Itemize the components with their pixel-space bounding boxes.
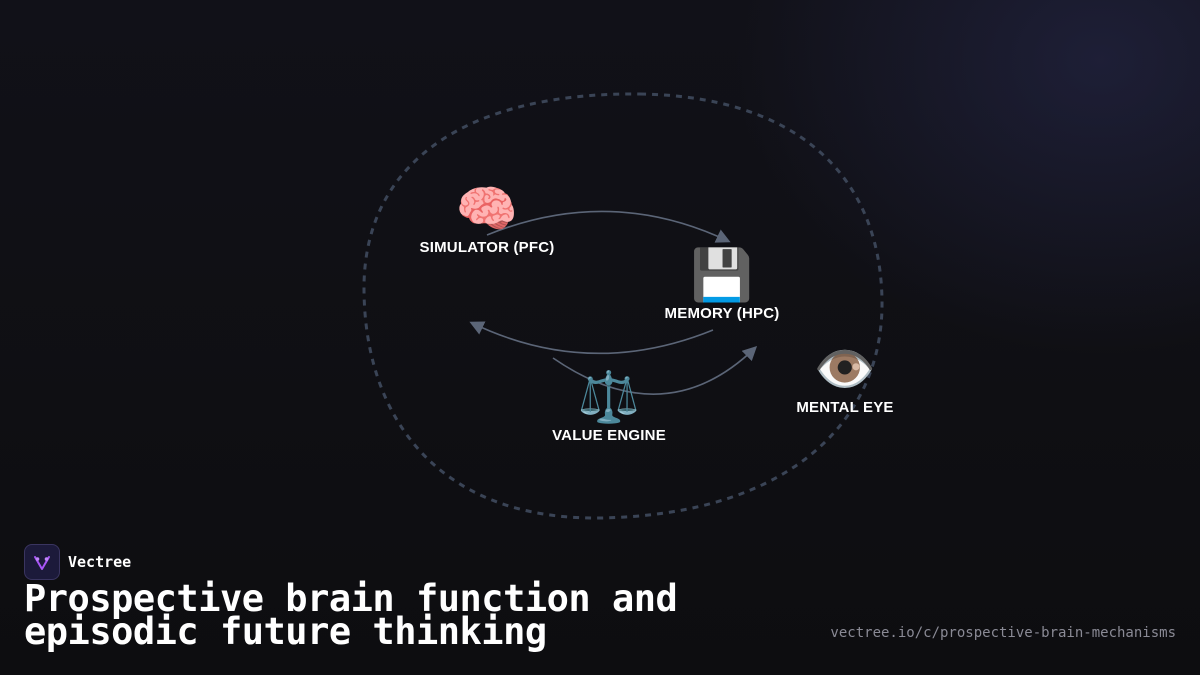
edge-memory-to-simulator <box>469 321 714 355</box>
node-simulator: 🧠 SIMULATOR (PFC) <box>420 181 555 256</box>
vectree-logo-icon <box>24 544 60 580</box>
node-label-simulator: SIMULATOR (PFC) <box>419 239 555 256</box>
node-label-value-engine: VALUE ENGINE <box>552 427 666 444</box>
node-value-engine: ⚖️ VALUE ENGINE <box>552 369 666 444</box>
brand-name: Vectree <box>68 553 132 571</box>
node-label-memory: MEMORY (HPC) <box>664 305 780 322</box>
balance-scale-icon: ⚖️ <box>577 368 641 426</box>
page-title: Prospective brain function and episodic … <box>24 577 678 653</box>
node-memory: 💾 MEMORY (HPC) <box>665 247 780 322</box>
brand: Vectree <box>24 544 131 580</box>
system-boundary <box>362 92 884 520</box>
node-label-mental-eye: MENTAL EYE <box>796 399 894 416</box>
source-url: vectree.io/c/prospective-brain-mechanism… <box>830 625 1176 641</box>
edge-simulator-to-memory <box>486 210 731 243</box>
brain-icon: 🧠 <box>455 180 519 238</box>
floppy-disk-icon: 💾 <box>690 246 754 304</box>
node-mental-eye: 👁️ MENTAL EYE <box>796 341 893 416</box>
edge-value-engine-to-mental-eye <box>552 345 758 395</box>
eye-icon: 👁️ <box>813 340 877 398</box>
